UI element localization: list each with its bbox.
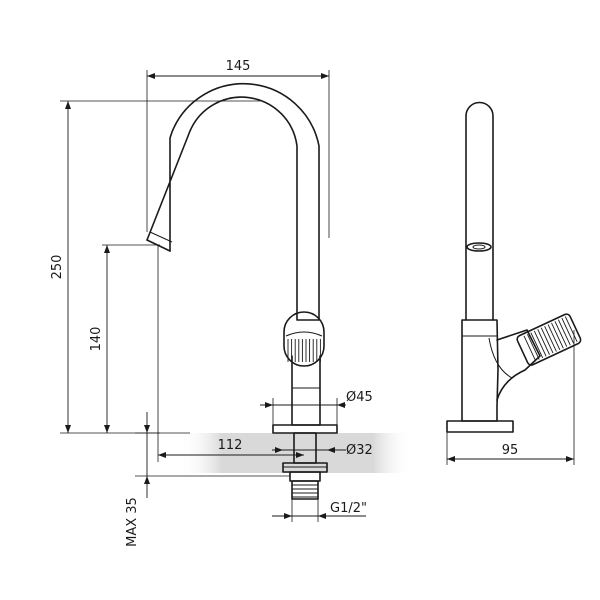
dim-label-95: 95 <box>502 443 519 458</box>
dim-label-112: 112 <box>218 438 243 453</box>
washer <box>289 471 321 482</box>
side-aerator-inner <box>472 244 486 250</box>
handle-knob <box>283 311 325 367</box>
front-view-faucet <box>146 82 338 500</box>
dim-label-145: 145 <box>226 59 251 74</box>
side-knurl-rib <box>551 322 564 349</box>
side-knurl-rib <box>537 329 550 355</box>
dim-label-max35: MAX 35 <box>125 497 140 547</box>
side-aerator <box>466 242 492 252</box>
side-knurl-rib <box>564 316 578 343</box>
side-handle-knurling <box>523 316 578 362</box>
side-knurl-rib <box>547 324 561 351</box>
dim-label-140: 140 <box>89 327 104 352</box>
side-knurl-rib <box>561 317 575 344</box>
base-plate <box>272 424 338 434</box>
side-knurl-rib <box>533 330 547 357</box>
dimension-lines <box>60 70 575 522</box>
spout-outline <box>146 82 320 321</box>
side-knurl-rib <box>526 333 540 360</box>
thread-lines <box>292 484 318 498</box>
handle-cap-line <box>285 331 323 337</box>
dim-label-d32: Ø32 <box>346 443 373 458</box>
dim-label-250: 250 <box>50 255 65 280</box>
side-knurl-rib <box>557 319 571 346</box>
side-handle-arm <box>496 329 541 401</box>
dim-label-d45: Ø45 <box>346 390 373 405</box>
handle-knurling <box>287 339 321 362</box>
side-handle-knob <box>516 313 582 366</box>
threaded-connector <box>291 480 319 500</box>
side-knurl-rib <box>540 327 554 354</box>
spout-tip <box>146 239 171 252</box>
dim-label-g12: G1/2" <box>330 501 367 516</box>
side-knurl-rib <box>523 335 537 362</box>
aerator-ring <box>149 231 173 243</box>
side-view-faucet <box>446 101 582 433</box>
side-knurl-rib <box>530 332 544 359</box>
side-base-plate <box>446 420 514 433</box>
side-body <box>461 319 499 422</box>
side-knurl-rib <box>544 325 557 352</box>
side-handle-arm-inner <box>488 337 513 379</box>
side-column <box>465 101 494 321</box>
counter-surface <box>180 433 412 473</box>
side-knurl-rib <box>554 321 568 347</box>
